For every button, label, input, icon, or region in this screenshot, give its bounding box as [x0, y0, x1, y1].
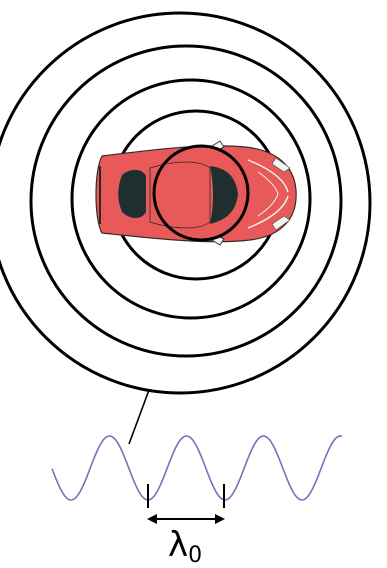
sound-wave	[52, 436, 342, 500]
wavelength-subscript: 0	[188, 543, 202, 568]
pointer-line	[129, 390, 149, 444]
wavelength-arrowhead-left	[147, 514, 157, 524]
wavelength-arrowhead-right	[215, 514, 225, 524]
wavelength-label: λ0	[168, 525, 202, 568]
car-rear-window	[118, 170, 146, 218]
wavelength-symbol: λ	[168, 525, 188, 565]
car-top-view-icon	[96, 141, 296, 245]
